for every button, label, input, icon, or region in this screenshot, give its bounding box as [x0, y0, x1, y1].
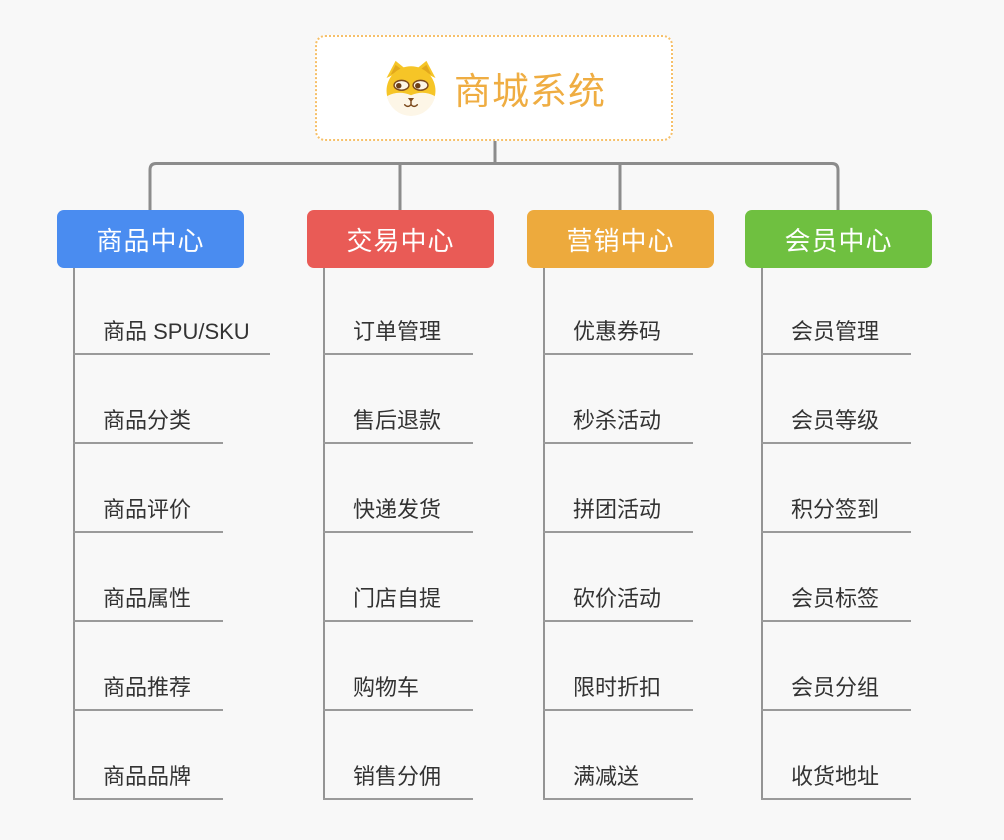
branch-items-marketing: 优惠券码 秒杀活动 拼团活动 砍价活动 限时折扣 满减送 [543, 266, 693, 800]
branch-marketing-center: 营销中心 优惠券码 秒杀活动 拼团活动 砍价活动 限时折扣 满减送 [527, 210, 727, 810]
leaf-node-member-group[interactable]: 会员分组 [761, 622, 911, 711]
leaf-node-product-review[interactable]: 商品评价 [73, 444, 223, 533]
leaf-node-product-recommend[interactable]: 商品推荐 [73, 622, 223, 711]
dog-face-icon [386, 60, 436, 116]
branch-spine-line [73, 268, 75, 800]
leaf-node-product-spu-sku[interactable]: 商品 SPU/SKU [73, 266, 270, 355]
leaf-node-product-attribute[interactable]: 商品属性 [73, 533, 223, 622]
leaf-node-shipping-address[interactable]: 收货地址 [761, 711, 911, 800]
leaf-node-product-category[interactable]: 商品分类 [73, 355, 223, 444]
leaf-node-points-checkin[interactable]: 积分签到 [761, 444, 911, 533]
branch-member-center: 会员中心 会员管理 会员等级 积分签到 会员标签 会员分组 收货地址 [745, 210, 945, 810]
branch-node-marketing-center[interactable]: 营销中心 [527, 210, 714, 268]
branch-spine-line [543, 268, 545, 800]
branch-items-product: 商品 SPU/SKU 商品分类 商品评价 商品属性 商品推荐 商品品牌 [73, 266, 270, 800]
branch-spine-line [323, 268, 325, 800]
leaf-node-member-management[interactable]: 会员管理 [761, 266, 911, 355]
root-node-mall-system[interactable]: 商城系统 [315, 35, 673, 141]
leaf-node-group-buy[interactable]: 拼团活动 [543, 444, 693, 533]
branch-trade-center: 交易中心 订单管理 售后退款 快递发货 门店自提 购物车 销售分佣 [307, 210, 507, 810]
root-node-title: 商城系统 [454, 71, 606, 112]
branch-node-trade-center[interactable]: 交易中心 [307, 210, 494, 268]
leaf-node-order-management[interactable]: 订单管理 [323, 266, 473, 355]
leaf-node-spend-save[interactable]: 满减送 [543, 711, 693, 800]
leaf-node-express-shipping[interactable]: 快递发货 [323, 444, 473, 533]
leaf-node-member-level[interactable]: 会员等级 [761, 355, 911, 444]
leaf-node-member-tag[interactable]: 会员标签 [761, 533, 911, 622]
branch-product-center: 商品中心 商品 SPU/SKU 商品分类 商品评价 商品属性 商品推荐 商品品牌 [57, 210, 270, 810]
leaf-node-sales-commission[interactable]: 销售分佣 [323, 711, 473, 800]
branch-spine-line [761, 268, 763, 800]
branch-node-member-center[interactable]: 会员中心 [745, 210, 932, 268]
leaf-node-shopping-cart[interactable]: 购物车 [323, 622, 473, 711]
leaf-node-coupon-code[interactable]: 优惠券码 [543, 266, 693, 355]
branch-items-trade: 订单管理 售后退款 快递发货 门店自提 购物车 销售分佣 [323, 266, 473, 800]
leaf-node-limited-time-discount[interactable]: 限时折扣 [543, 622, 693, 711]
leaf-node-product-brand[interactable]: 商品品牌 [73, 711, 223, 800]
branch-node-product-center[interactable]: 商品中心 [57, 210, 244, 268]
leaf-node-flash-sale[interactable]: 秒杀活动 [543, 355, 693, 444]
branch-items-member: 会员管理 会员等级 积分签到 会员标签 会员分组 收货地址 [761, 266, 911, 800]
leaf-node-store-pickup[interactable]: 门店自提 [323, 533, 473, 622]
leaf-node-bargain-activity[interactable]: 砍价活动 [543, 533, 693, 622]
leaf-node-aftersale-refund[interactable]: 售后退款 [323, 355, 473, 444]
